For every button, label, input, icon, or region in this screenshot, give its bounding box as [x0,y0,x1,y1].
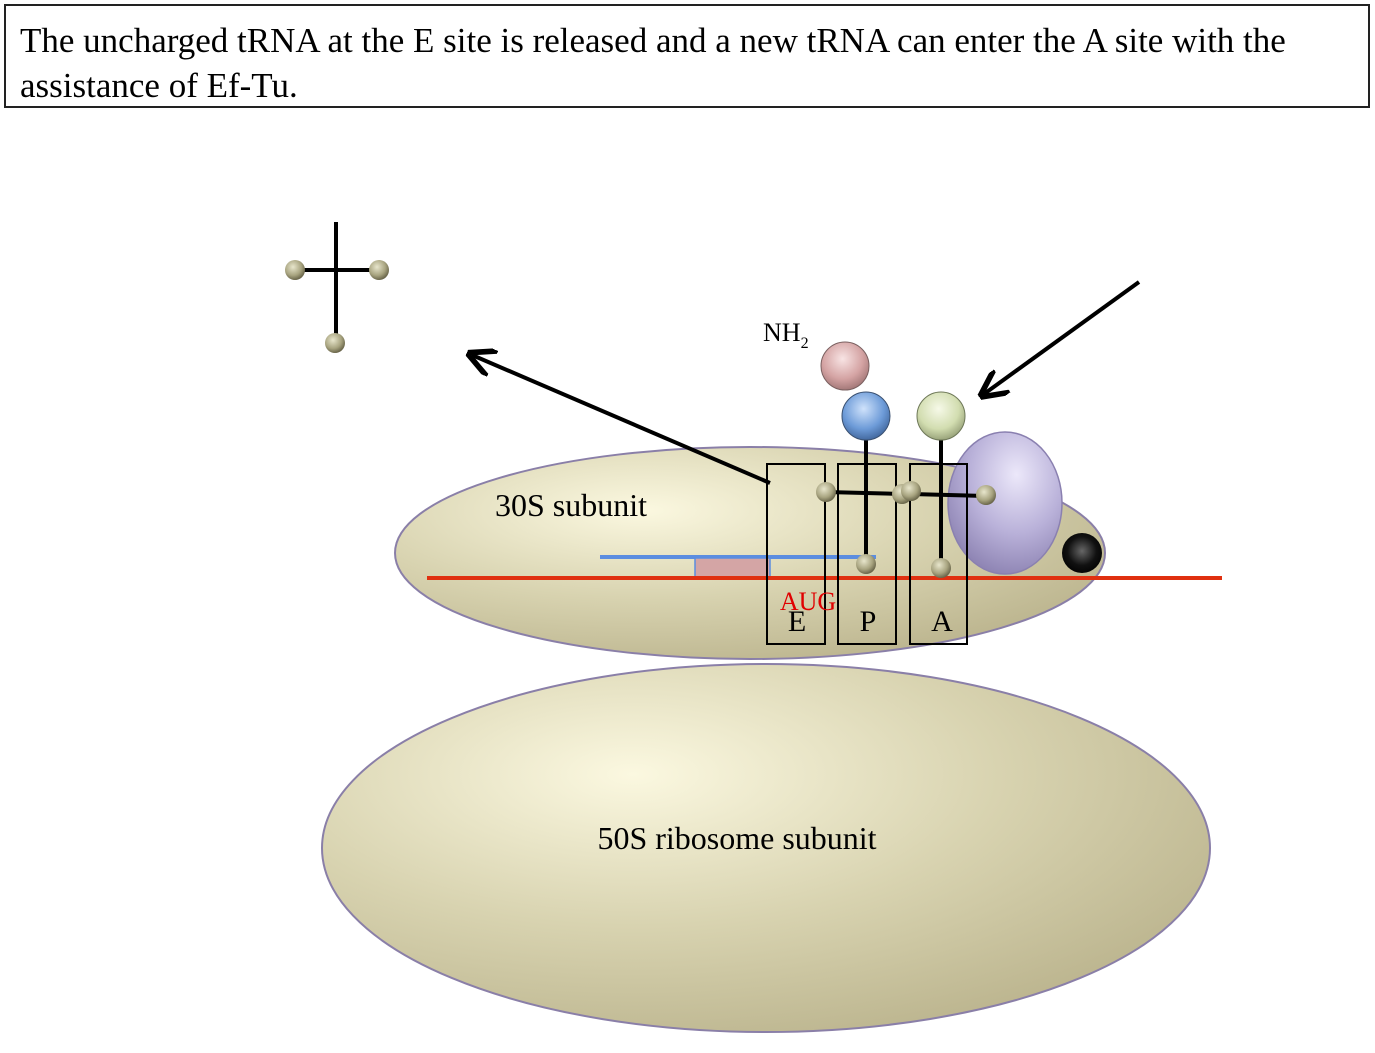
start-codon-label: AUG [780,587,836,616]
small-subunit-label: 30S subunit [495,487,647,523]
trna-node [285,260,305,280]
amino-acid-blue [841,391,891,441]
pink-block [694,557,771,579]
trna-node [816,482,836,502]
p-site-label: P [860,605,877,638]
ef-tu-protein [947,431,1063,575]
amino-group-text: NH [763,318,801,347]
a-site-label: A [931,605,953,638]
black-marker [1062,533,1102,573]
trna-node [901,481,921,501]
amino-group-subscript: 2 [801,335,809,352]
caption-box: The uncharged tRNA at the E site is rele… [4,4,1370,108]
large-subunit-50s: 50S ribosome subunit [321,663,1211,1033]
trna-node [369,260,389,280]
trna-node [856,554,876,574]
e-site-label: E [788,605,806,638]
e-site-box [766,463,826,645]
trna-node [931,558,951,578]
trna-node [325,333,345,353]
large-subunit-label: 50S ribosome subunit [597,820,876,856]
release-arrow [472,355,771,485]
amino-group-label: NH2 [763,318,809,352]
trna-node [976,485,996,505]
released-trna [285,222,389,353]
ribosome-sites: E P A [766,463,968,645]
entry-arrow [984,280,1141,394]
amino-acid-green [916,391,966,441]
small-subunit-30s: 30S subunit [394,446,1106,660]
trna-a-site [901,418,996,578]
amino-acid-pink [820,341,870,391]
caption-text: The uncharged tRNA at the E site is rele… [20,21,1286,105]
a-site-box [909,463,968,645]
